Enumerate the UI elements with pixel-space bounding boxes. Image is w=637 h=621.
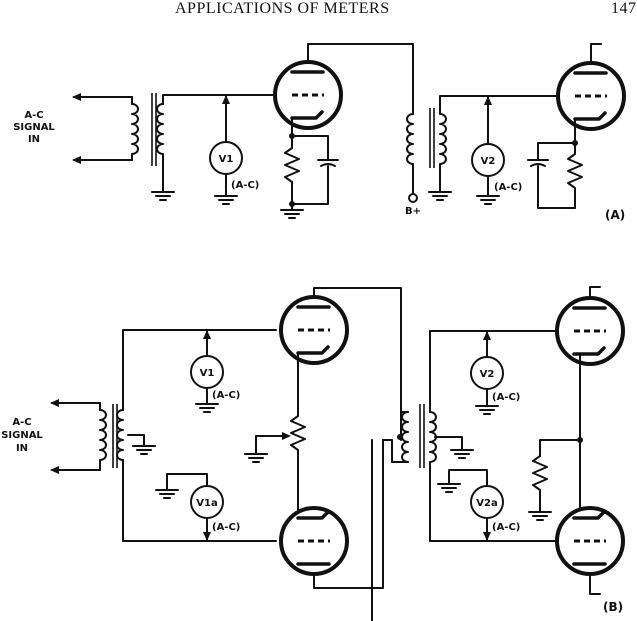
section-label-b: (B)	[603, 600, 623, 614]
meter-v2-b: V2 (A-C)	[470, 330, 520, 415]
vacuum-tube-2-top-b	[555, 286, 625, 441]
interstage-transformer-a: B+	[405, 95, 557, 217]
svg-text:(A-C): (A-C)	[212, 390, 240, 401]
vacuum-tube-2-a	[527, 43, 626, 209]
svg-text:SIGNAL: SIGNAL	[13, 122, 55, 133]
meter-v1a-b: V1a (A-C)	[155, 473, 240, 542]
input-arrows-a	[72, 93, 133, 164]
vacuum-tube-1-bottom-b	[279, 439, 384, 589]
svg-text:B+: B+	[405, 206, 421, 217]
svg-text:(A-C): (A-C)	[231, 180, 259, 191]
cathode-potentiometer-b	[244, 415, 306, 513]
svg-text:V2a: V2a	[476, 498, 497, 509]
svg-text:(A-C): (A-C)	[492, 522, 520, 533]
meter-v1-a: V1 (A-C)	[209, 94, 259, 205]
svg-text:(A-C): (A-C)	[212, 522, 240, 533]
meter-v2-a: V2 (A-C)	[471, 95, 522, 205]
svg-text:V1: V1	[200, 368, 215, 379]
svg-text:IN: IN	[28, 134, 40, 145]
vacuum-tube-1-top-b	[279, 287, 402, 441]
svg-text:(A-C): (A-C)	[492, 392, 520, 403]
svg-text:V2: V2	[480, 369, 495, 380]
svg-text:V1a: V1a	[196, 498, 217, 509]
section-label-a: (A)	[605, 208, 625, 222]
svg-text:A-C: A-C	[24, 110, 43, 121]
vacuum-tube-2-bottom-b	[555, 506, 625, 595]
svg-text:SIGNAL: SIGNAL	[1, 430, 43, 441]
svg-text:(A-C): (A-C)	[494, 182, 522, 193]
svg-text:A-C: A-C	[12, 417, 31, 428]
page-number: 147	[611, 0, 637, 17]
cathode-resistor-b	[528, 437, 583, 521]
meter-v2a-b: V2a (A-C)	[437, 469, 520, 542]
circuit-b: A-C SIGNAL IN V1	[1, 286, 625, 621]
input-transformer-b	[99, 329, 277, 542]
input-arrows-b	[50, 399, 101, 474]
vacuum-tube-1-a	[273, 43, 414, 219]
circuit-a: A-C SIGNAL IN V1	[13, 43, 626, 222]
svg-text:V1: V1	[219, 154, 234, 165]
input-label-a: A-C SIGNAL IN	[13, 110, 55, 145]
running-header: APPLICATIONS OF METERS	[175, 0, 390, 17]
svg-text:IN: IN	[16, 443, 28, 454]
input-transformer-a	[131, 93, 275, 201]
meter-v1-b: V1 (A-C)	[190, 329, 240, 413]
svg-text:V2: V2	[481, 156, 496, 167]
input-label-b: A-C SIGNAL IN	[1, 417, 43, 454]
interstage-transformer-b	[371, 330, 558, 621]
